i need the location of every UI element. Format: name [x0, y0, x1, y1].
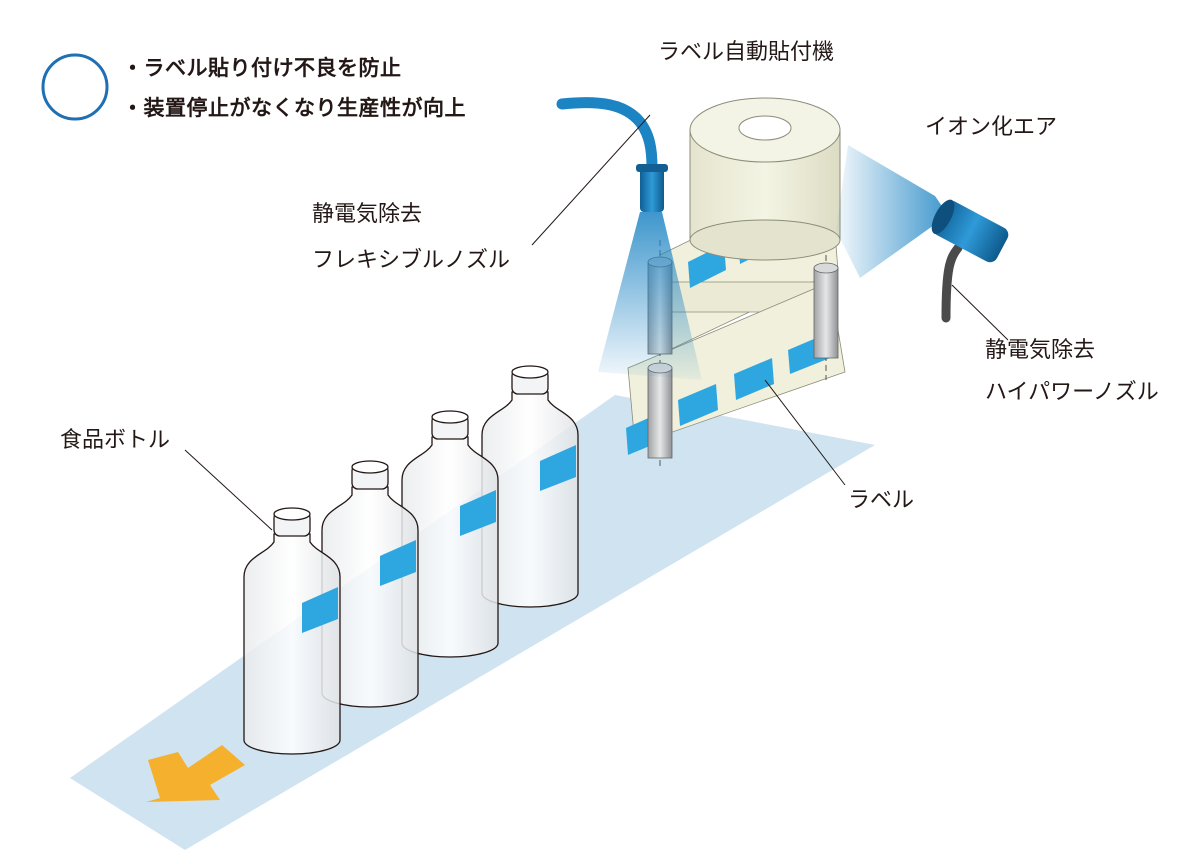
bottle — [481, 365, 579, 608]
hp-nozzle-spray — [836, 145, 948, 278]
machine-label: ラベル自動貼付機 — [658, 40, 835, 65]
roller — [813, 267, 839, 359]
arrow-down-left-icon — [146, 745, 245, 802]
bottles — [243, 365, 579, 755]
label-label: ラベル — [848, 488, 915, 513]
bottle-label-patch — [380, 540, 416, 586]
hp-nozzle-label-1: 静電気除去 — [985, 338, 1096, 363]
benefit-item: ・装置停止がなくなり生産性が向上 — [122, 96, 466, 120]
leader-lines — [184, 114, 1009, 531]
roller — [647, 367, 673, 459]
label-patch — [678, 384, 718, 426]
benefit-item: ・ラベル貼り付け不良を防止 — [122, 56, 402, 80]
flex-nozzle-label-2: フレキシブルノズル — [312, 248, 511, 273]
hp-nozzle-label-2: ハイパワーノズル — [985, 380, 1159, 405]
bottle-label-patch — [460, 490, 496, 536]
label-patch — [734, 358, 774, 400]
flex-nozzle-head — [640, 166, 664, 212]
label-roll — [689, 97, 841, 261]
bottle-label-patch — [540, 445, 576, 491]
hp-nozzle-cable — [941, 243, 963, 323]
flex-nozzle-label-1: 静電気除去 — [312, 202, 423, 227]
flex-nozzle-hose — [556, 97, 658, 174]
bottle — [243, 507, 341, 755]
ion-air-label: イオン化エア — [925, 115, 1058, 140]
hp-nozzle-head — [931, 199, 1009, 263]
bottle — [401, 410, 499, 658]
bottle-label-patch — [302, 587, 338, 633]
bottle — [321, 460, 419, 708]
circle-outline-icon — [41, 53, 109, 121]
bottle-label: 食品ボトル — [60, 428, 171, 453]
flex-nozzle-spray — [598, 212, 702, 380]
